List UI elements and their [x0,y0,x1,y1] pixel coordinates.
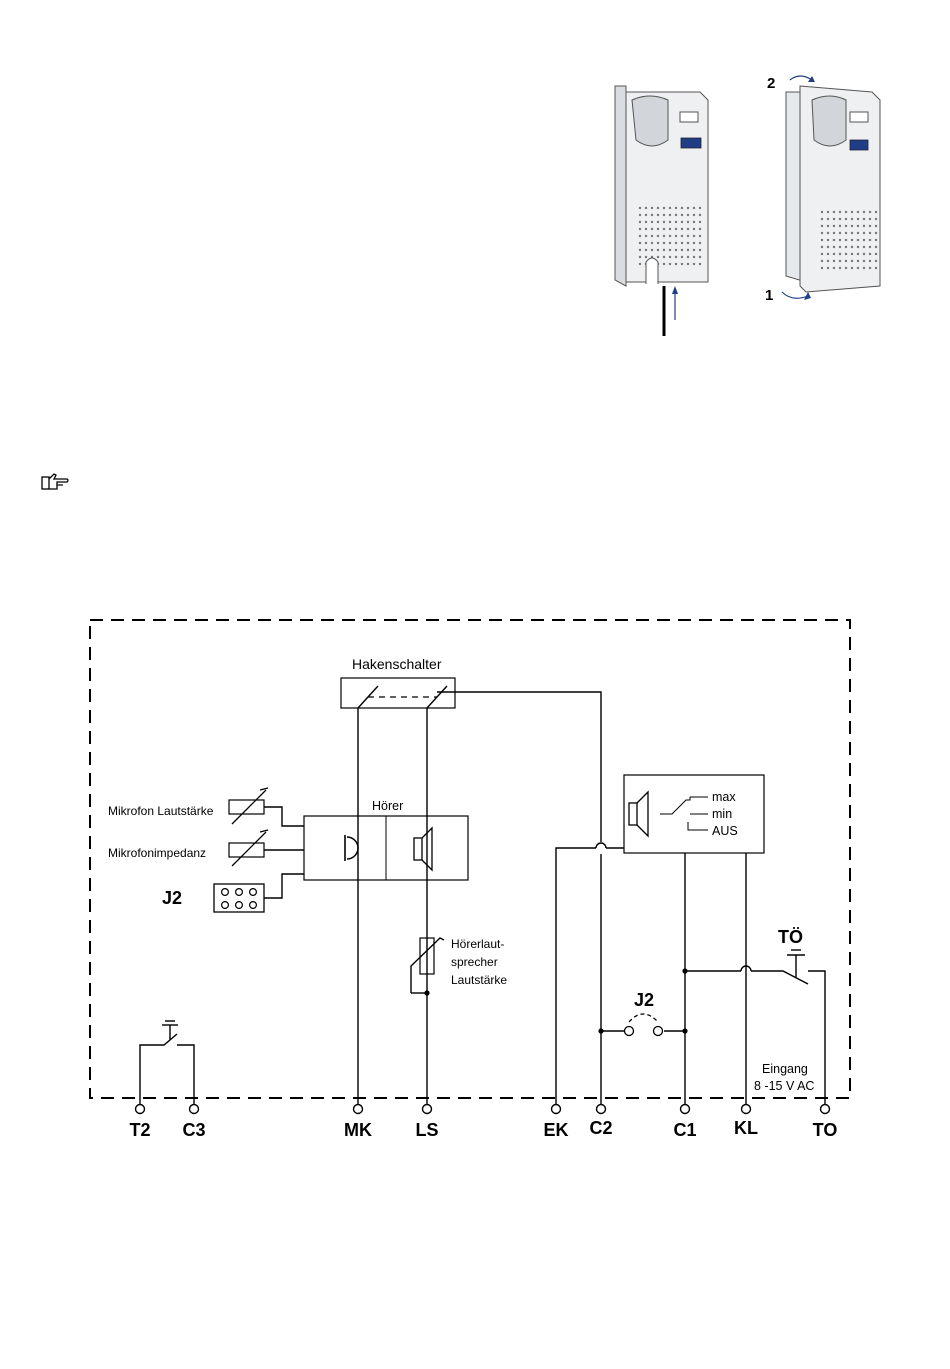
terminal-kl: KL [734,1105,758,1139]
terminal-c2: C2 [589,1105,612,1139]
terminal-c3: C3 [182,1105,205,1141]
earpiece-volume-label-1: Hörerlaut- [451,937,504,951]
terminal-label: T2 [129,1120,150,1140]
circuit-diagram: Hakenschalter Hörer Mikrofon Lautstärke … [90,620,850,1140]
j2-left-label: J2 [162,888,182,908]
terminal-label: EK [543,1120,568,1140]
earpiece-volume-label-2: sprecher [451,955,498,969]
terminal-label: TO [813,1120,838,1140]
terminal-label: C3 [182,1120,205,1140]
mic-volume-potentiometer [229,800,264,814]
j2-right-label: J2 [634,990,654,1010]
hakenschalter-label: Hakenschalter [352,656,442,672]
eingang-voltage-label: 8 -15 V AC [754,1079,814,1093]
device-open-illustration: 2 1 [765,75,880,304]
microphone-icon [345,835,358,861]
switch-aus-label: AUS [712,824,738,838]
hook-switch-box [341,678,455,708]
eingang-label: Eingang [762,1062,808,1076]
switch-min-label: min [712,807,732,821]
step-label-1: 1 [765,287,773,304]
toe-label: TÖ [778,927,803,947]
terminal-label: KL [734,1118,758,1138]
terminal-mk: MK [344,1105,372,1141]
terminal-label: C1 [673,1120,696,1140]
terminal-c1: C1 [673,1105,696,1141]
earpiece-volume-label-3: Lautstärke [451,973,507,987]
mic-impedance-potentiometer [229,843,264,857]
terminal-ls: LS [415,1105,438,1141]
earpiece-speaker-icon [414,828,432,870]
switch-max-label: max [712,790,736,804]
terminal-label: MK [344,1120,372,1140]
hoerer-label: Hörer [372,799,403,813]
pointing-hand-icon [42,474,68,489]
terminal-ek: EK [543,1105,568,1141]
terminal-t2: T2 [129,1105,150,1141]
ringer-speaker-icon [629,792,648,836]
terminal-to: TO [813,1105,838,1141]
step-label-2: 2 [767,75,775,92]
terminal-label: LS [415,1120,438,1140]
device-closed-illustration [615,86,708,336]
mic-impedance-label: Mikrofonimpedanz [108,846,206,860]
terminal-label: C2 [589,1118,612,1138]
mic-volume-label: Mikrofon Lautstärke [108,804,214,818]
